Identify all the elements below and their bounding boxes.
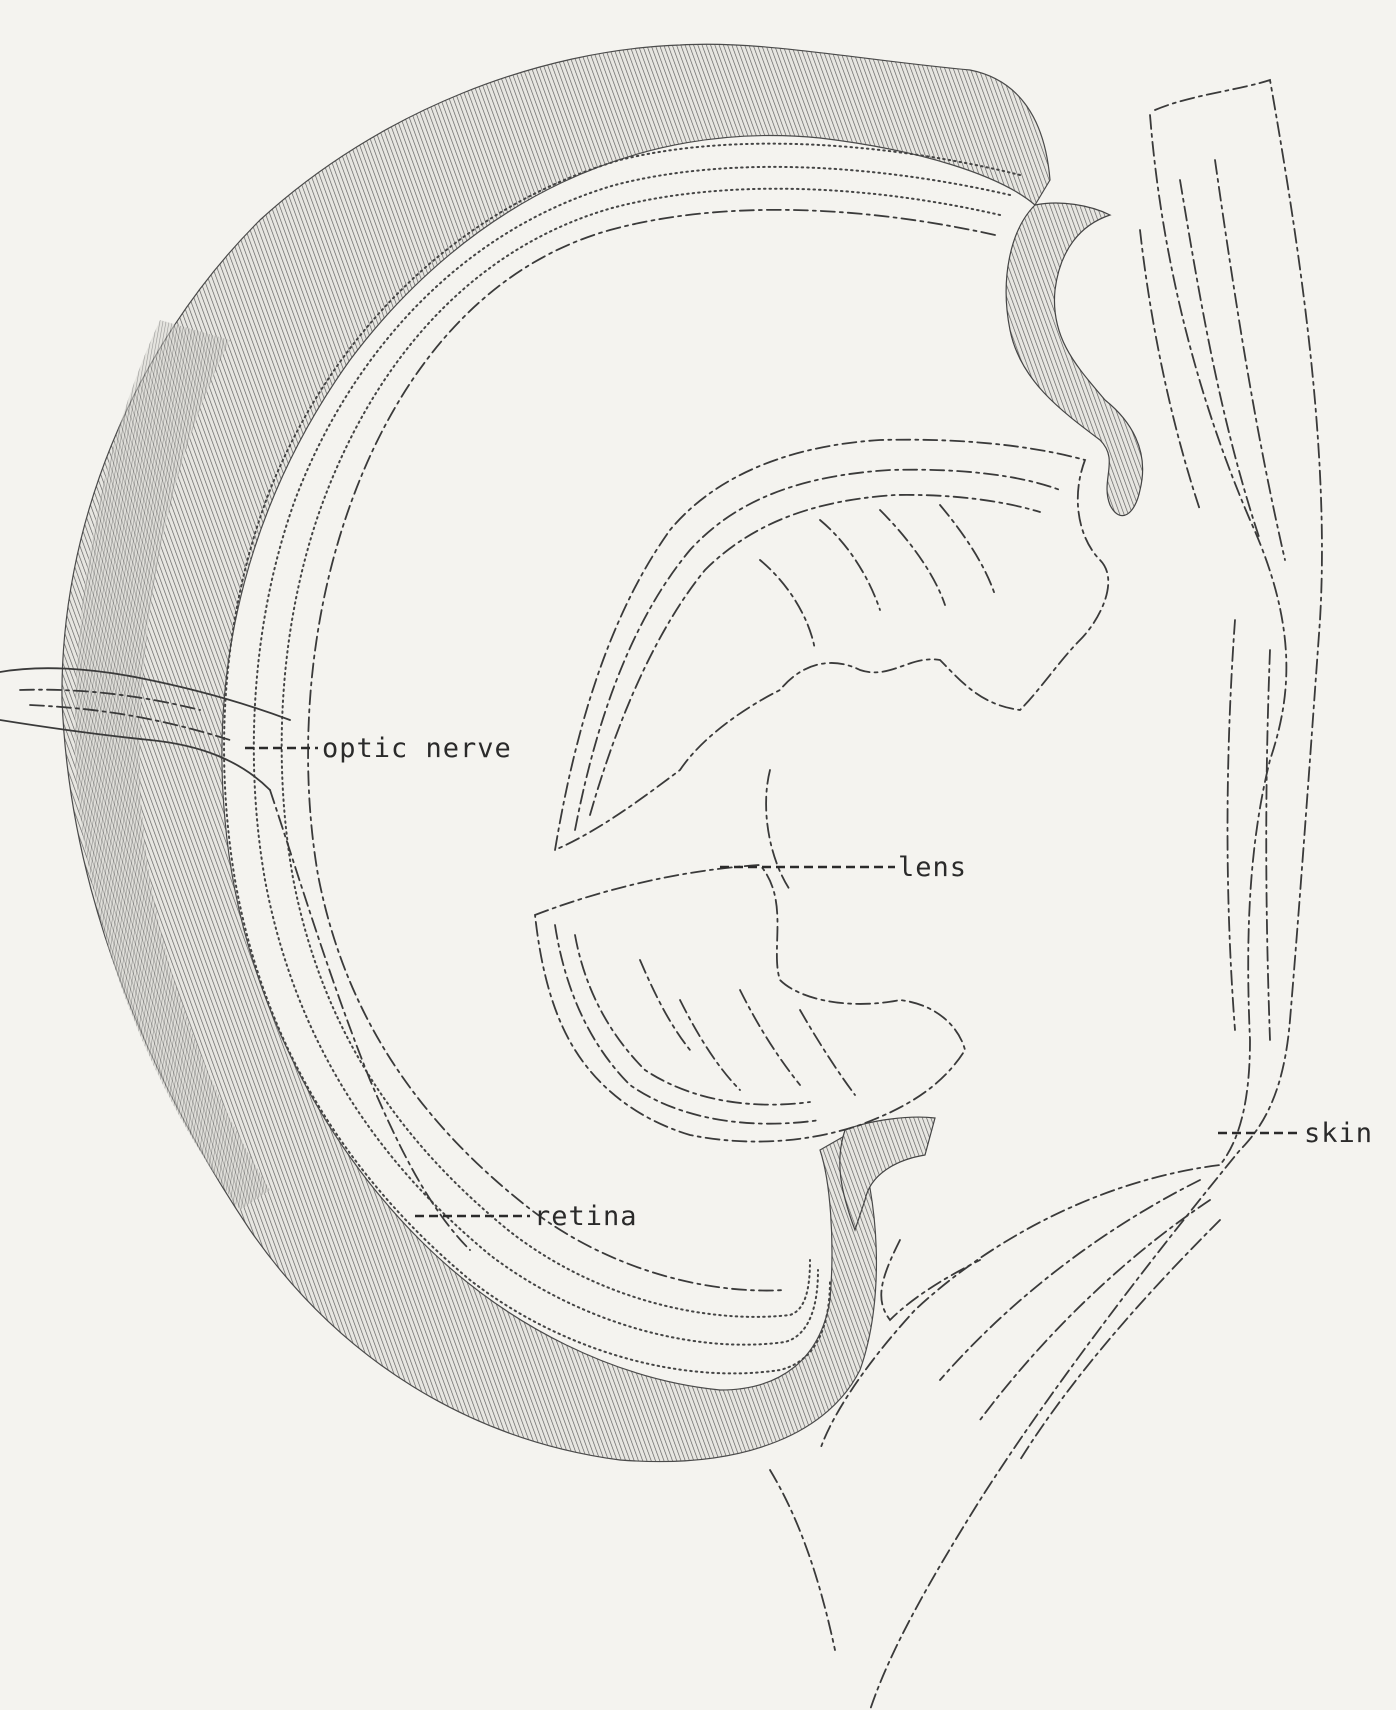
lens-upper-fiber-1 [820, 520, 880, 610]
lens-lower-fiber-2 [740, 990, 800, 1085]
upper-iris-fold [1006, 203, 1142, 516]
skin-fiber-4 [1228, 620, 1236, 1030]
lens-upper-fiber-4 [760, 560, 815, 650]
lower-iris-fold [840, 1117, 935, 1230]
skin-lower-fiber-3 [1020, 1220, 1220, 1460]
lens-lower-lobe [535, 865, 965, 1142]
lens-lower-fiber-1 [680, 1000, 740, 1090]
lower-eyelid-contour [881, 1240, 980, 1320]
lens-lower-inner-2 [575, 935, 810, 1105]
skin-fiber-5 [1266, 650, 1270, 1040]
skin-fiber-2 [1215, 160, 1285, 560]
lens-upper-fiber-3 [940, 505, 995, 595]
retina-label: retina [534, 1201, 638, 1232]
lens-upper-inner-2 [590, 495, 1040, 815]
lens-central-gap [766, 770, 790, 890]
skin-label: skin [1304, 1118, 1373, 1149]
lens-upper-inner-1 [575, 470, 1060, 830]
lens-upper-fiber-2 [880, 510, 945, 605]
lens-lower-fiber-3 [800, 1010, 855, 1095]
bottom-contour [770, 1470, 835, 1650]
lens-label: lens [898, 852, 967, 883]
lens-upper-lobe [555, 440, 1108, 850]
skin-outer-edge [870, 80, 1322, 1710]
optic-nerve-label: optic nerve [322, 733, 512, 764]
skin-fiber-3 [1140, 230, 1200, 510]
skin-lower-fiber-2 [980, 1200, 1210, 1420]
lens-lower-inner-1 [555, 925, 820, 1124]
